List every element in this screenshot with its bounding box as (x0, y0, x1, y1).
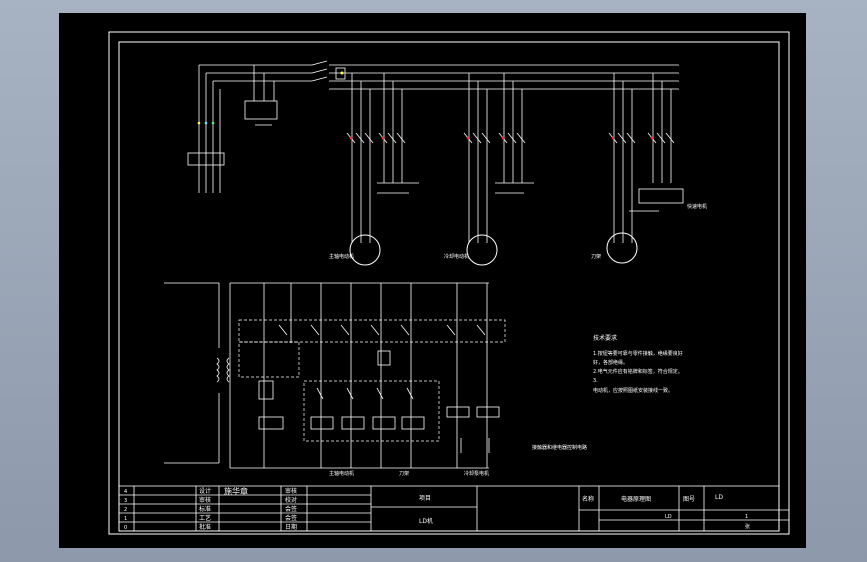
control-contacts (278, 324, 486, 400)
cad-viewport[interactable]: 主轴电动机 冷却电动机 刀架 快速电机 (59, 13, 806, 548)
requirements-title: 技术要求 (593, 334, 617, 342)
power-circuit (187, 60, 684, 243)
tb-role-right-5: 日期 (285, 523, 297, 531)
tb-role-right-1: 审核 (285, 487, 297, 495)
tb-drawing-no-value: LD (715, 494, 723, 501)
tb-role-4: 工艺 (199, 514, 211, 522)
inner-frame (118, 41, 780, 532)
tb-role-1: 设计 (199, 487, 211, 495)
tb-name-label: 名称 (582, 495, 594, 503)
tb-row-3: 2 (124, 507, 127, 513)
motor-2-label: 冷却电动机 (444, 253, 469, 260)
motor-3-symbol (606, 232, 638, 264)
requirements-line-2: 好，各部绝缘。 (593, 359, 628, 366)
motor-3: 刀架 (591, 232, 638, 264)
motor-extra-label: 快速电机 (687, 203, 707, 210)
title-block (118, 485, 789, 532)
control-label-3: 冷却泵电机 (464, 470, 489, 477)
tb-role-right-4: 会签 (285, 514, 297, 522)
requirements-line-3: 2.电气元件应有铭牌和标签，符合规定。 (593, 368, 683, 375)
tb-role-right-2: 校对 (285, 496, 297, 504)
tb-role-3: 标准 (199, 505, 211, 513)
requirements-line-5: 电动机，应按照图纸安装接线一致。 (593, 387, 673, 394)
motor-1-label: 主轴电动机 (329, 253, 354, 260)
main-contactors (346, 132, 675, 144)
motor-2: 冷却电动机 (444, 234, 498, 266)
tb-small-1: LD (665, 514, 672, 520)
tb-item-header: 项目 (419, 495, 431, 502)
tb-drawing-no-label: 图号 (683, 496, 695, 503)
tb-role-right-3: 会签 (285, 505, 297, 513)
control-label-1: 主轴电动机 (329, 470, 354, 477)
motor-3-label: 刀架 (591, 254, 601, 260)
motor-1-symbol (349, 234, 381, 266)
tb-role-5: 批准 (199, 523, 211, 531)
tb-row-4: 1 (124, 516, 127, 522)
tb-row-2: 3 (124, 498, 127, 504)
tb-role-2: 审核 (199, 496, 211, 504)
requirements-block: 技术要求 1.按钮等要可靠与零件接触，绝缘要良好 好，各部绝缘。 2.电气元件应… (593, 334, 683, 394)
requirements-line-1: 1.按钮等要可靠与零件接触，绝缘要良好 (593, 350, 683, 357)
interlock-boxes (238, 319, 506, 442)
tb-designer: 施华章 (224, 486, 248, 496)
electrical-schematic: 主轴电动机 冷却电动机 刀架 快速电机 (108, 31, 790, 535)
control-center-note: 接触器和继电器控制电路 (532, 444, 587, 451)
layer-markers (197, 71, 654, 140)
tb-name-value: 电器原理图 (621, 495, 651, 503)
motor-2-symbol (466, 234, 498, 266)
tb-item-value: LD机 (419, 517, 433, 525)
outer-frame (108, 31, 790, 535)
control-circuit (164, 282, 500, 469)
tb-small-3: 张 (745, 523, 750, 530)
title-block-text: 4 3 2 1 0 设计 审核 标准 工艺 批准 施华章 审核 校对 会签 会签… (124, 486, 750, 531)
tb-small-2: 1 (745, 514, 748, 520)
motor-1: 主轴电动机 (329, 234, 381, 266)
control-label-2: 刀架 (399, 471, 409, 477)
tb-row-1: 4 (124, 489, 127, 495)
tb-row-5: 0 (124, 525, 127, 531)
requirements-line-4: 3. (593, 378, 598, 384)
